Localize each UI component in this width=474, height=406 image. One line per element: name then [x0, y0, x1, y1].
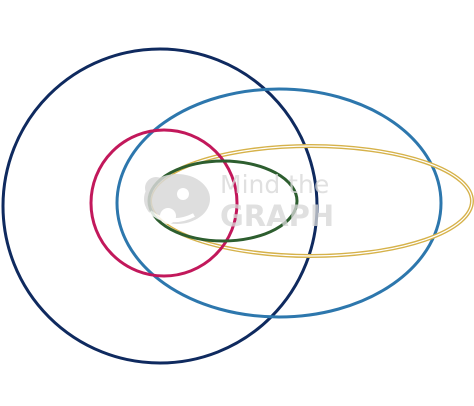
watermark-logo-icon: [144, 174, 210, 224]
watermark-line2: GRAPH: [220, 199, 334, 233]
navy-ring: [1, 47, 319, 365]
watermark-line1: Mind the: [220, 170, 329, 199]
blue-ring: [115, 87, 443, 319]
crimson-ring: [89, 128, 239, 278]
watermark: Mind the GRAPH: [144, 170, 334, 233]
